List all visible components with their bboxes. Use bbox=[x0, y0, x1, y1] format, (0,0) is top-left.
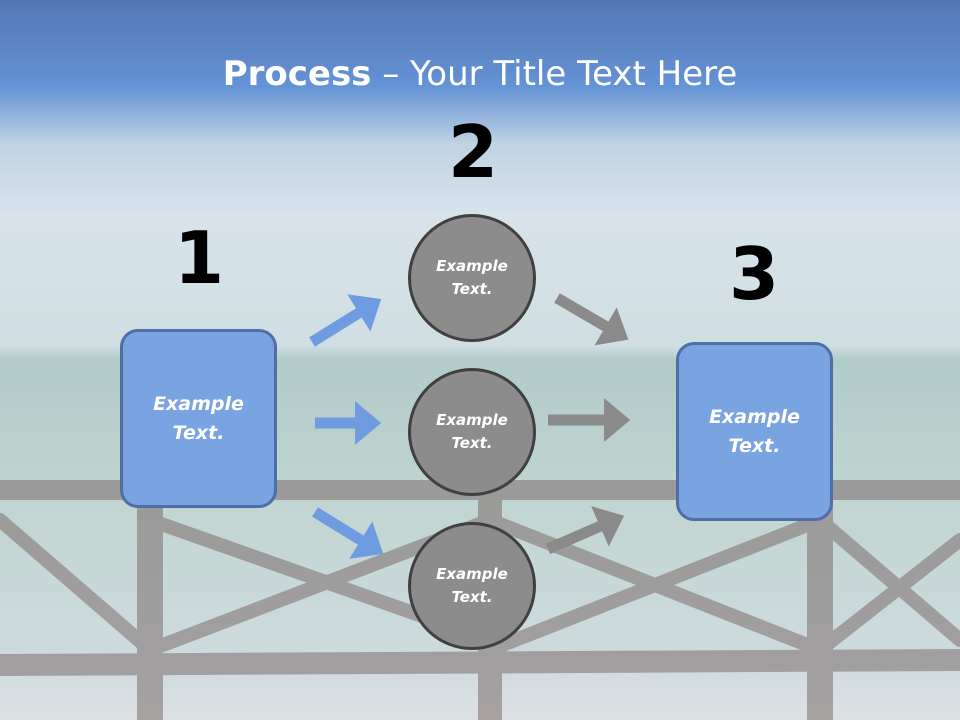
step-number-2: 2 bbox=[447, 110, 499, 194]
step-1-text: Example Text. bbox=[153, 392, 244, 444]
step-number-3: 3 bbox=[728, 232, 780, 316]
step-2-circle-middle: Example Text. bbox=[408, 368, 536, 496]
step-1-box: Example Text. bbox=[120, 329, 277, 508]
circle-bottom-text: Example Text. bbox=[436, 565, 508, 606]
step-2-circle-top: Example Text. bbox=[408, 214, 536, 342]
circle-middle-text: Example Text. bbox=[436, 411, 508, 452]
slide-title: Process – Your Title Text Here bbox=[0, 52, 960, 96]
step-3-box: Example Text. bbox=[676, 342, 833, 521]
title-bold: Process bbox=[222, 54, 372, 94]
step-number-1: 1 bbox=[173, 216, 225, 300]
circle-top-text: Example Text. bbox=[436, 257, 508, 298]
title-rest: – Your Title Text Here bbox=[371, 54, 738, 94]
step-3-text: Example Text. bbox=[709, 405, 800, 457]
step-2-circle-bottom: Example Text. bbox=[408, 522, 536, 650]
